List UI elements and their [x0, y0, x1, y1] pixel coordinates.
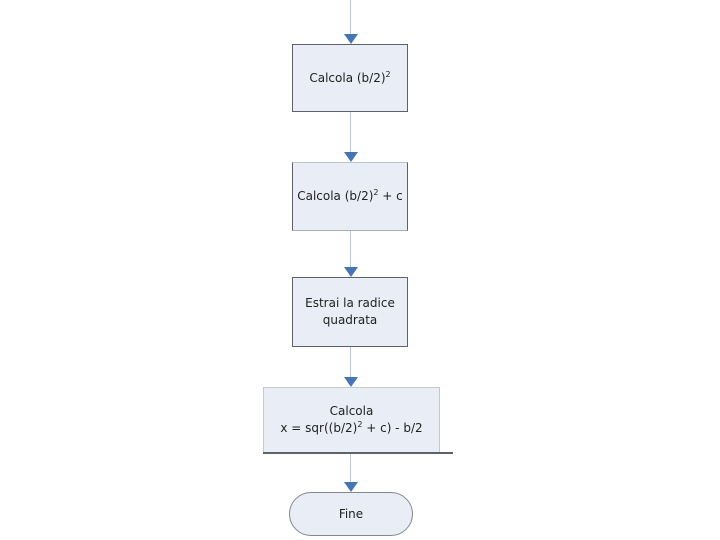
connector-line-3 [350, 231, 351, 268]
node-label: Calcola (b/2)2 [309, 70, 390, 87]
connector-line-4 [350, 347, 351, 378]
label-text: Fine [338, 506, 364, 521]
node-label: Calcola x = sqr((b/2)2 + c) - b/2 [280, 403, 422, 437]
process-node-calcola-b2-plus-c: Calcola (b/2)2 + c [292, 162, 408, 231]
label-text: Calcola [329, 404, 374, 418]
node-bottom-shadow-line [263, 452, 453, 454]
arrow-down-icon [344, 152, 358, 162]
arrow-down-icon [344, 482, 358, 492]
label-text: Calcola (b/2) [297, 189, 374, 203]
label-superscript: 2 [373, 188, 379, 197]
label-text: quadrata [322, 313, 378, 327]
arrow-down-icon [344, 377, 358, 387]
terminator-node-fine: Fine [289, 492, 413, 536]
connector-line-2 [350, 112, 351, 153]
arrow-down-icon [344, 34, 358, 44]
label-text: x = sqr((b/2) [280, 421, 358, 435]
label-text: Estrai la radice [305, 296, 395, 310]
connector-line-1 [350, 0, 351, 35]
arrow-down-icon [344, 267, 358, 277]
node-label: Estrai la radice quadrata [305, 295, 395, 329]
label-formula: x = sqr((b/2)2 + c) - b/2 [280, 420, 422, 437]
process-node-calcola-b2-squared: Calcola (b/2)2 [292, 44, 408, 112]
node-label: Fine [339, 506, 363, 523]
label-superscript: 2 [385, 69, 391, 79]
process-node-estrai-radice: Estrai la radice quadrata [292, 277, 408, 347]
label-superscript: 2 [357, 420, 363, 429]
process-node-calcola-x: Calcola x = sqr((b/2)2 + c) - b/2 [263, 387, 440, 453]
label-text: + c [378, 189, 403, 203]
connector-line-5 [350, 454, 351, 483]
label-text: + c) - b/2 [362, 421, 423, 435]
label-text: Calcola (b/2) [309, 70, 386, 85]
node-label: Calcola (b/2)2 + c [297, 188, 403, 205]
